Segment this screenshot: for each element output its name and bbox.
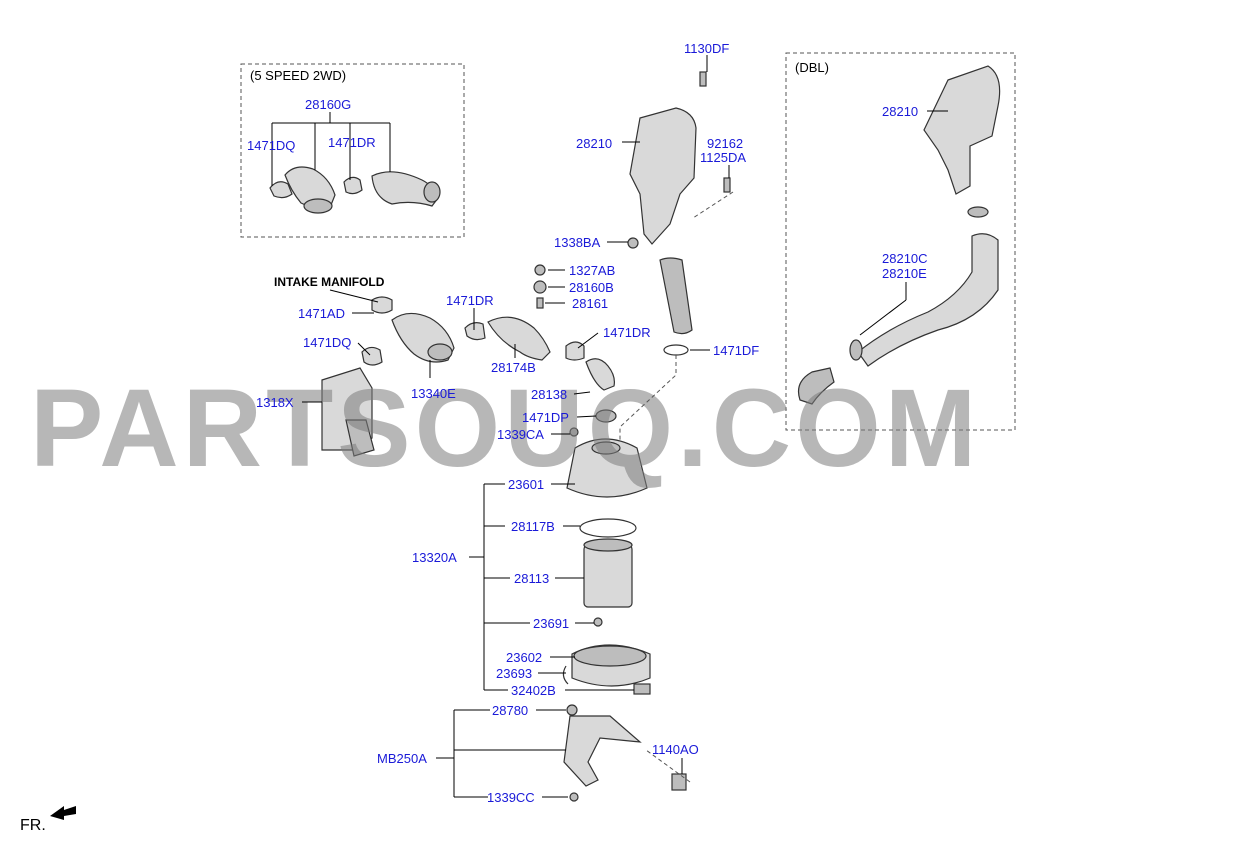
part-label-28210-b[interactable]: 28210 (882, 104, 918, 119)
five-speed-2wd-title: (5 SPEED 2WD) (250, 68, 346, 83)
part-label-28160B[interactable]: 28160B (569, 280, 614, 295)
air-duct-28210 (629, 71, 731, 356)
part-label-32402B[interactable]: 32402B (511, 683, 556, 698)
part-label-28113[interactable]: 28113 (514, 571, 549, 586)
part-label-28210E[interactable]: 28210E (882, 266, 927, 281)
dbl-title: (DBL) (795, 60, 829, 75)
part-label-1471DP[interactable]: 1471DP (522, 410, 569, 425)
front-arrow-icon (50, 806, 76, 820)
part-label-28117B[interactable]: 28117B (511, 519, 555, 534)
part-label-23601[interactable]: 23601 (508, 477, 544, 492)
part-label-MB250A[interactable]: MB250A (377, 751, 427, 766)
part-label-1471DR-a[interactable]: 1471DR (328, 135, 376, 150)
part-label-1318X[interactable]: 1318X (256, 395, 294, 410)
air-cleaner-assembly (562, 438, 651, 695)
mounting-bracket (563, 704, 687, 802)
part-label-28210C[interactable]: 28210C (882, 251, 928, 266)
dbl-duct-parts (797, 65, 1001, 405)
five-speed-hose-assembly (269, 166, 441, 214)
part-label-1471DF[interactable]: 1471DF (713, 343, 759, 358)
part-label-1471DR-c[interactable]: 1471DR (603, 325, 651, 340)
part-label-23602[interactable]: 23602 (506, 650, 542, 665)
dbl-group-box (785, 52, 1016, 431)
part-label-92162[interactable]: 92162 (707, 136, 743, 151)
part-label-1327AB[interactable]: 1327AB (569, 263, 615, 278)
part-label-1338BA[interactable]: 1338BA (554, 235, 601, 250)
leader-lines (271, 55, 948, 798)
part-label-28160G[interactable]: 28160G (305, 97, 351, 112)
intake-manifold-label: INTAKE MANIFOLD (274, 275, 385, 289)
resonator-1318x (321, 367, 375, 457)
part-label-28780[interactable]: 28780 (492, 703, 528, 718)
part-label-13340E[interactable]: 13340E (411, 386, 456, 401)
part-label-23693[interactable]: 23693 (496, 666, 532, 681)
part-label-1125DA[interactable]: 1125DA (700, 150, 746, 165)
part-label-1140AO[interactable]: 1140AO (652, 742, 699, 757)
part-label-13320A[interactable]: 13320A (412, 550, 457, 565)
part-label-28161[interactable]: 28161 (572, 296, 608, 311)
part-label-1471DQ-a[interactable]: 1471DQ (247, 138, 295, 153)
part-label-1339CC[interactable]: 1339CC (487, 790, 535, 805)
part-label-1471DR-b[interactable]: 1471DR (446, 293, 494, 308)
part-labels: 28160G 1471DQ 1471DR INTAKE MANIFOLD 147… (247, 41, 928, 805)
part-label-1471AD[interactable]: 1471AD (298, 306, 345, 321)
part-label-1130DF[interactable]: 1130DF (684, 41, 729, 56)
part-label-28174B[interactable]: 28174B (491, 360, 536, 375)
five-speed-2wd-group-box (240, 63, 465, 238)
front-direction-indicator: FR. (20, 806, 76, 834)
part-label-23691[interactable]: 23691 (533, 616, 569, 631)
part-label-28138[interactable]: 28138 (531, 387, 567, 402)
part-label-1339CA[interactable]: 1339CA (497, 427, 544, 442)
front-label: FR. (20, 817, 46, 834)
part-label-1471DQ-b[interactable]: 1471DQ (303, 335, 351, 350)
watermark: PARTSOUQ.COM (30, 367, 980, 490)
part-label-28210-a[interactable]: 28210 (576, 136, 612, 151)
